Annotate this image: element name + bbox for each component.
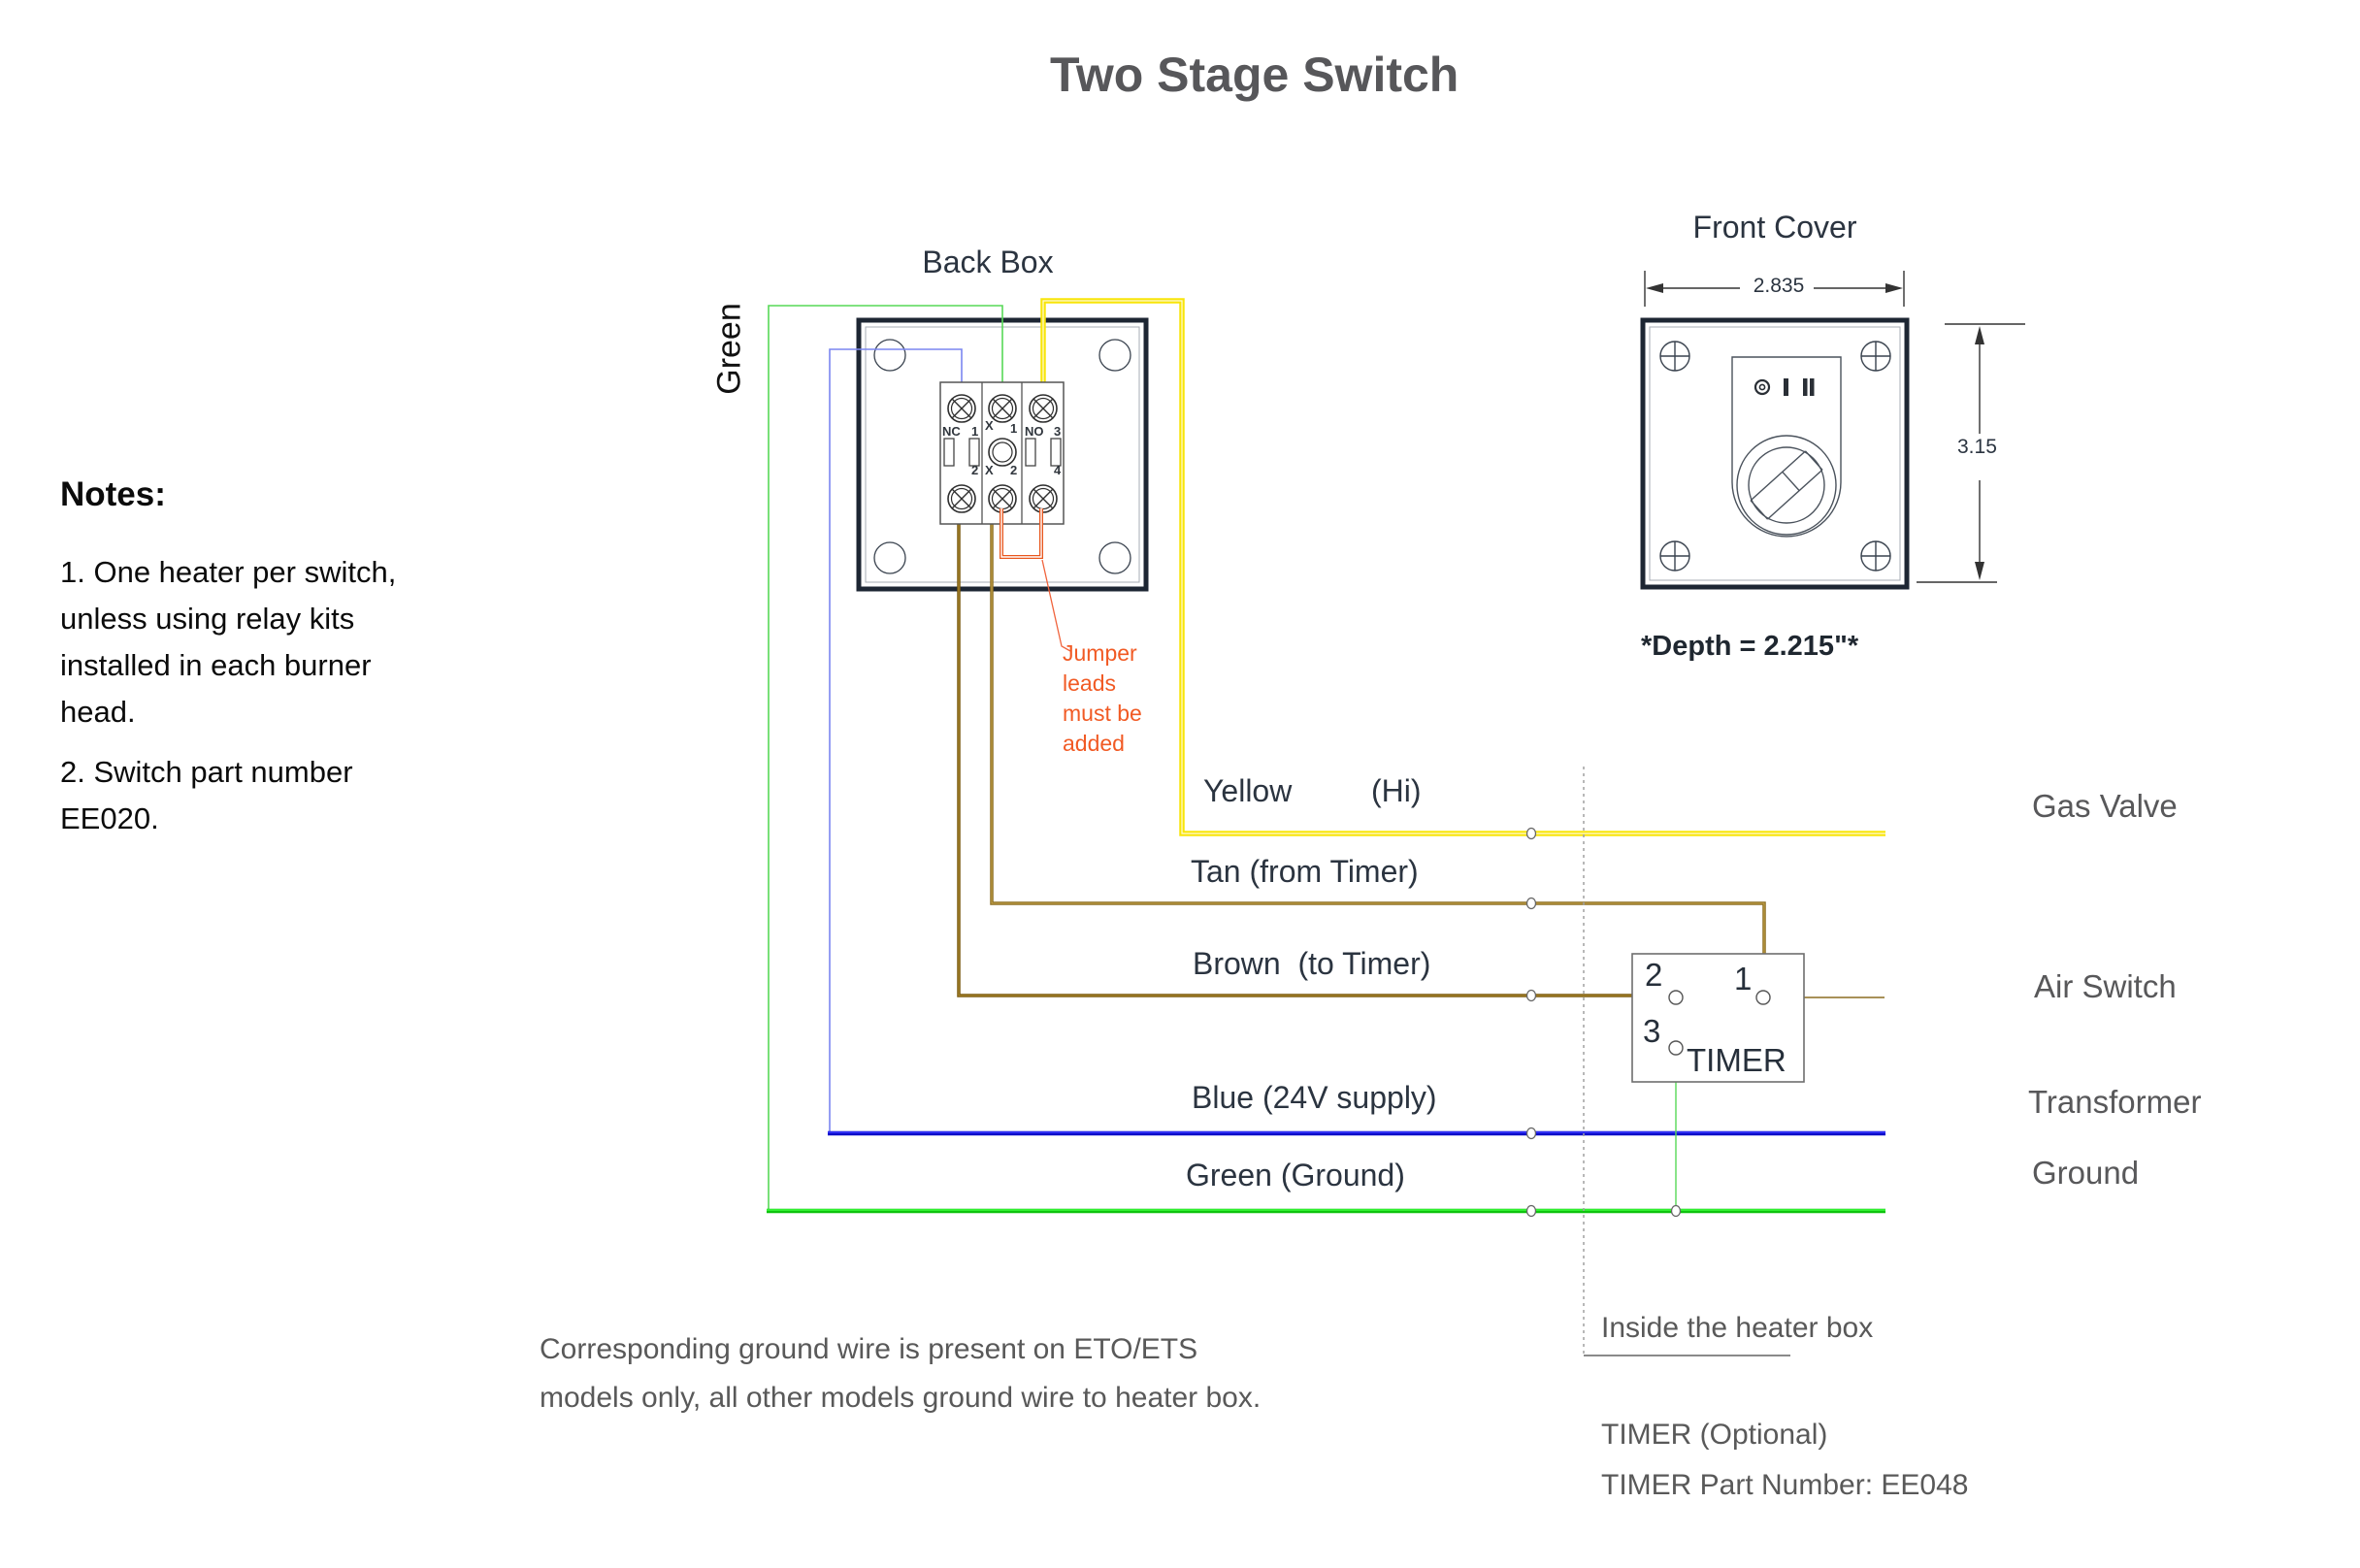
timer-label-1: 1 bbox=[1734, 961, 1753, 996]
switch-plate bbox=[1731, 356, 1842, 538]
timer-optional-note: TIMER (Optional) bbox=[1601, 1419, 1828, 1451]
blue-wire-label: Blue (24V supply) bbox=[1192, 1080, 1437, 1115]
terminal-label-x-bot: X bbox=[985, 463, 994, 477]
depth-note: *Depth = 2.215"* bbox=[1641, 631, 1859, 662]
page-title: Two Stage Switch bbox=[1050, 48, 1459, 102]
screw-terminal-no3 bbox=[1029, 394, 1058, 423]
screw-terminal-x2 bbox=[988, 484, 1017, 513]
dimension-315 bbox=[1917, 323, 2025, 583]
backbox-hole-tr bbox=[1098, 339, 1131, 372]
front-cover-label: Front Cover bbox=[1692, 210, 1857, 245]
inside-heater-box-label: Inside the heater box bbox=[1601, 1312, 1874, 1344]
dimension-2835 bbox=[1644, 271, 1905, 307]
cover-screw-br bbox=[1860, 540, 1891, 572]
cover-screw-tr bbox=[1860, 341, 1891, 372]
gas-valve-label: Gas Valve bbox=[2032, 788, 2178, 824]
screw-terminal-2 bbox=[947, 484, 976, 513]
back-box-label: Back Box bbox=[922, 245, 1054, 279]
note-1: 1. One heater per switch, unless using r… bbox=[60, 555, 397, 729]
timer-terminal-3 bbox=[1668, 1040, 1684, 1056]
backbox-hole-tl bbox=[873, 339, 906, 372]
note-2: 2. Switch part number EE020. bbox=[60, 755, 353, 835]
terminal-label-1-mid: 1 bbox=[1010, 421, 1018, 436]
notes-heading: Notes: bbox=[60, 475, 166, 513]
green-wire-thin bbox=[768, 305, 1003, 1209]
transformer-label: Transformer bbox=[2028, 1084, 2202, 1120]
terminal-block bbox=[939, 381, 1065, 525]
ground-wire-note: Corresponding ground wire is present on … bbox=[540, 1333, 1262, 1414]
yellow-wire-label: Yellow bbox=[1203, 773, 1293, 808]
mode-symbols-icon bbox=[1754, 378, 1815, 396]
tan-wire-core bbox=[991, 505, 1765, 991]
jumper-leads bbox=[1000, 508, 1071, 652]
ground-label: Ground bbox=[2032, 1155, 2140, 1191]
wires bbox=[767, 298, 1885, 1214]
front-cover bbox=[1640, 317, 1910, 590]
terminal-label-4: 4 bbox=[1054, 463, 1062, 477]
brown-wire-core bbox=[958, 505, 1663, 996]
green-wire-vertical-label: Green bbox=[710, 303, 748, 395]
backbox-hole-bl bbox=[873, 541, 906, 574]
jumper-note: Jumper leads must be added bbox=[1063, 640, 1142, 756]
screw-terminal-4 bbox=[1029, 484, 1058, 513]
rotary-knob-icon bbox=[1736, 435, 1837, 536]
timer-terminal-1 bbox=[1755, 990, 1771, 1005]
screw-terminal-nc1 bbox=[947, 394, 976, 423]
terminal-label-2-left: 2 bbox=[971, 463, 979, 477]
backbox-hole-br bbox=[1098, 541, 1131, 574]
timer-part-number-note: TIMER Part Number: EE048 bbox=[1601, 1469, 1969, 1501]
terminal-label-nc: NC bbox=[942, 424, 961, 439]
terminal-label-1-left: 1 bbox=[971, 424, 979, 439]
terminal-label-2-mid: 2 bbox=[1010, 463, 1018, 477]
timer-terminal-2 bbox=[1668, 990, 1684, 1005]
tan-wire-label: Tan (from Timer) bbox=[1191, 854, 1419, 889]
width-dimension-value: 2.835 bbox=[1744, 275, 1814, 298]
timer-label-2: 2 bbox=[1645, 957, 1663, 993]
jumper-callout-line bbox=[1041, 559, 1071, 652]
height-dimension-value: 3.15 bbox=[1953, 436, 2001, 459]
terminal-label-x-top: X bbox=[985, 418, 994, 433]
timer-label-3: 3 bbox=[1643, 1013, 1661, 1049]
air-switch-label: Air Switch bbox=[2034, 968, 2177, 1004]
timer-box bbox=[1631, 953, 1805, 1083]
green-wire-label: Green (Ground) bbox=[1186, 1158, 1405, 1192]
yellow-wire-tag: (Hi) bbox=[1371, 773, 1422, 808]
terminal-label-no: NO bbox=[1025, 424, 1044, 439]
brown-wire-label: Brown (to Timer) bbox=[1193, 946, 1431, 981]
yellow-wire-core bbox=[1042, 300, 1885, 834]
timer-label: TIMER bbox=[1687, 1042, 1786, 1078]
blue-wire-thin bbox=[829, 348, 963, 1131]
cover-screw-tl bbox=[1659, 341, 1690, 372]
cover-screw-bl bbox=[1659, 540, 1690, 572]
terminal-label-3: 3 bbox=[1054, 424, 1062, 439]
